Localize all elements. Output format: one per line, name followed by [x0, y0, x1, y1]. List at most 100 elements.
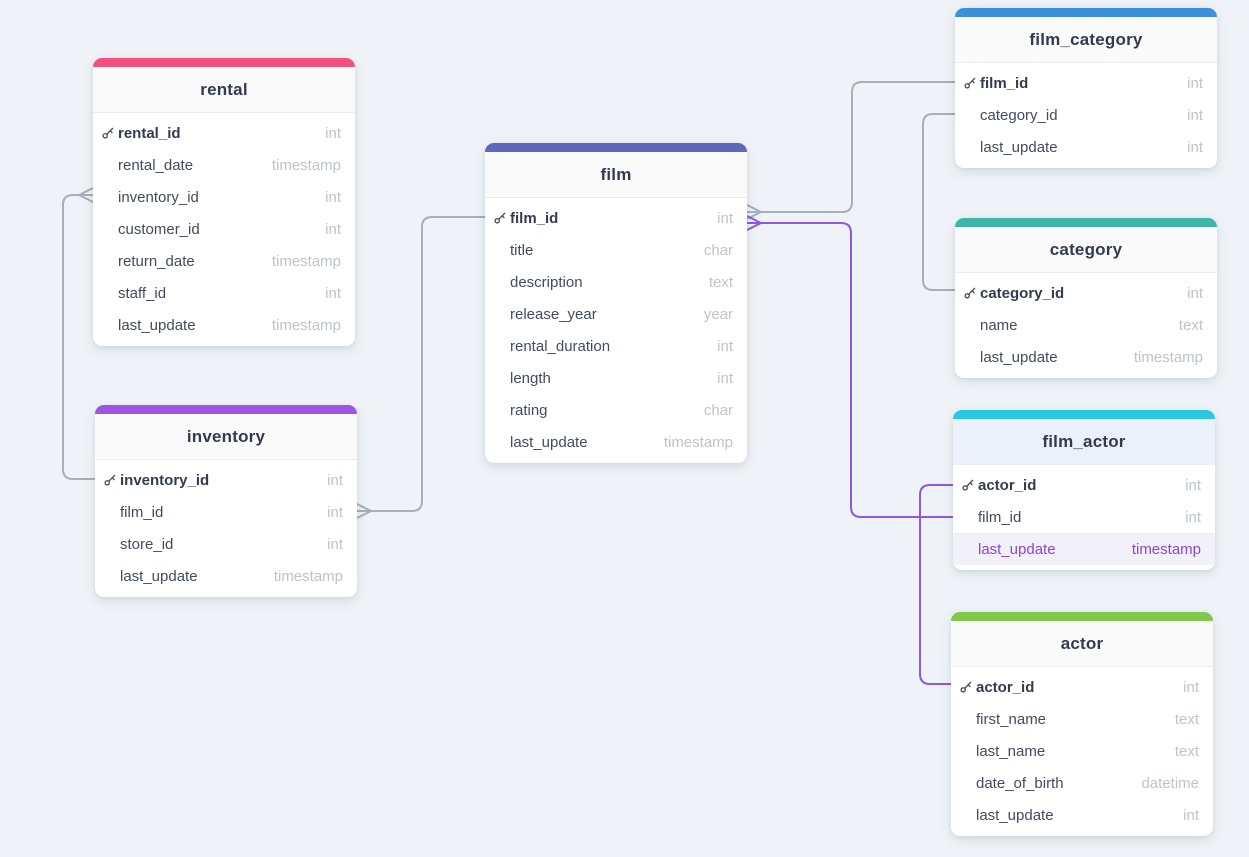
- table-title: category: [1049, 239, 1123, 259]
- table-header-film[interactable]: film: [485, 152, 747, 198]
- field-type: int: [1183, 806, 1199, 824]
- field-row-rental-last_update[interactable]: last_update timestamp: [93, 309, 355, 341]
- field-name: release_year: [510, 305, 597, 323]
- relationship-film_category-category[interactable]: [922, 113, 956, 291]
- table-header-inventory[interactable]: inventory: [95, 414, 357, 460]
- table-header-film_category[interactable]: film_category: [955, 17, 1217, 63]
- key-icon: [101, 126, 115, 140]
- field-row-actor-actor_id[interactable]: actor_id int: [951, 671, 1213, 703]
- table-header-rental[interactable]: rental: [93, 67, 355, 113]
- field-type: timestamp: [1131, 540, 1201, 558]
- field-name: last_update: [120, 567, 198, 585]
- field-name: film_id: [120, 503, 164, 521]
- field-row-inventory-last_update[interactable]: last_update timestamp: [95, 560, 357, 592]
- field-type: timestamp: [271, 156, 341, 174]
- field-row-film_actor-last_update[interactable]: last_update timestamp: [953, 533, 1215, 565]
- field-type: int: [325, 284, 341, 302]
- key-icon: [493, 211, 507, 225]
- field-type: int: [1185, 508, 1201, 526]
- field-name: rental_date: [118, 156, 194, 174]
- field-type: timestamp: [271, 316, 341, 334]
- field-name: store_id: [120, 535, 174, 553]
- field-type: timestamp: [1133, 348, 1203, 366]
- field-name: last_update: [510, 433, 588, 451]
- field-name: last_update: [978, 540, 1056, 558]
- relationship-line[interactable]: [746, 81, 956, 213]
- field-name: rental_duration: [510, 337, 611, 355]
- field-type: int: [717, 209, 733, 227]
- field-name: actor_id: [976, 678, 1035, 696]
- table-header-film_actor[interactable]: film_actor: [953, 419, 1215, 465]
- crow-foot-icon: [356, 503, 372, 519]
- table-header-category[interactable]: category: [955, 227, 1217, 273]
- relationship-line[interactable]: [922, 113, 956, 291]
- field-type: timestamp: [271, 252, 341, 270]
- field-type: int: [1183, 678, 1199, 696]
- relationship-inventory-film[interactable]: [356, 216, 486, 519]
- field-name: last_update: [118, 316, 196, 334]
- relationship-line[interactable]: [746, 222, 954, 518]
- field-type: text: [1174, 710, 1199, 728]
- key-icon: [959, 680, 973, 694]
- field-name: category_id: [980, 106, 1058, 124]
- relationship-line[interactable]: [356, 216, 486, 512]
- field-type: timestamp: [273, 567, 343, 585]
- field-type: text: [1174, 742, 1199, 760]
- relationship-film-film_actor[interactable]: [746, 215, 954, 518]
- relationship-line[interactable]: [919, 484, 954, 685]
- field-row-rental-rental_date[interactable]: rental_date timestamp: [93, 149, 355, 181]
- relationship-film_actor-actor[interactable]: [919, 484, 954, 685]
- relationship-rental-inventory[interactable]: [62, 187, 96, 480]
- field-type: int: [325, 220, 341, 238]
- field-type: text: [1178, 316, 1203, 334]
- crow-foot-icon: [746, 215, 762, 231]
- field-type: int: [325, 124, 341, 142]
- field-name: length: [510, 369, 551, 387]
- table-accent-bar: [93, 58, 355, 67]
- table-header-actor[interactable]: actor: [951, 621, 1213, 667]
- field-name: return_date: [118, 252, 195, 270]
- field-row-rental-return_date[interactable]: return_date timestamp: [93, 245, 355, 277]
- relationship-line[interactable]: [62, 194, 96, 480]
